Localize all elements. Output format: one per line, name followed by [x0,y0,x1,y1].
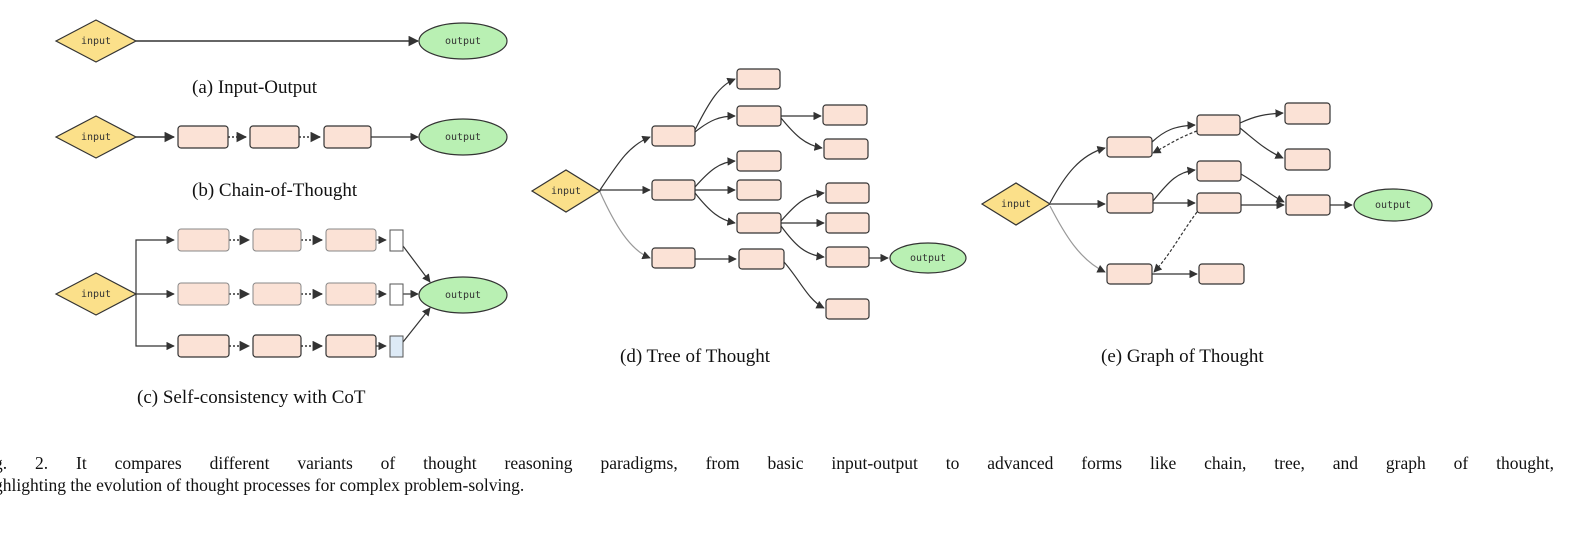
thought-node [825,212,870,234]
thought-node [822,104,868,126]
thought-node [252,282,302,306]
thought-node [825,182,870,204]
thought-node [736,68,781,90]
thought-node [736,212,782,234]
panel-chain-of-thought: input output [54,115,508,159]
thought-node [177,334,230,358]
output-label: output [445,290,481,301]
input-label: input [81,289,111,300]
thought-node [1284,102,1331,125]
thought-node [325,282,377,306]
thought-node [252,334,302,358]
thought-node [323,125,372,149]
input-label: input [1001,199,1031,210]
thought-node [1285,194,1331,216]
input-label: input [81,132,111,143]
subcaption-self-consistency: (c) Self-consistency with CoT [137,387,366,408]
input-node: input [54,19,138,63]
subcaption-input-output: (a) Input-Output [192,77,318,98]
thought-node [1284,148,1331,171]
panel-self-consistency: input output [54,228,508,358]
output-label: output [445,36,481,47]
figure-caption-line-2: ghlighting the evolution of thought proc… [0,475,525,495]
thought-node [1106,192,1154,214]
thought-node [177,282,230,306]
thought-node [736,179,782,201]
thought-node [1196,192,1242,214]
thought-node [325,334,377,358]
input-node: input [980,182,1052,226]
panel-graph-of-thought: input output [980,102,1433,285]
vote-node [389,229,404,252]
thought-node [1198,263,1245,285]
thought-node [325,228,377,252]
vote-node [389,283,404,306]
input-node: input [54,272,138,316]
thought-node [825,246,870,268]
thought-node [1106,136,1153,158]
input-node: input [54,115,138,159]
thought-node [651,179,696,201]
figure-caption-line-1: g. 2. It compares different variants of … [0,453,1554,473]
panel-input-output: input output [54,19,508,63]
output-node: output [418,22,508,60]
output-label: output [445,132,481,143]
thought-node [177,125,229,149]
subcaption-chain-of-thought: (b) Chain-of-Thought [192,180,358,201]
output-label: output [910,253,946,264]
thought-node [177,228,230,252]
thought-node [252,228,302,252]
thought-node [736,105,782,127]
vote-node [389,335,404,358]
subcaption-graph-of-thought: (e) Graph of Thought [1101,346,1264,367]
input-label: input [81,36,111,47]
thought-node [823,138,869,160]
thought-node [738,248,785,270]
thought-node [651,125,696,147]
input-label: input [551,186,581,197]
thought-node [1106,263,1153,285]
output-label: output [1375,200,1411,211]
thought-node [736,150,782,172]
panel-tree-of-thought: input output [530,68,967,320]
thought-node [1196,160,1242,182]
output-node: output [418,118,508,156]
thought-node [825,298,870,320]
thought-node [651,247,696,269]
output-node: output [418,276,508,314]
output-node: output [1353,188,1433,222]
subcaption-tree-of-thought: (d) Tree of Thought [620,346,771,367]
output-node: output [889,242,967,274]
thought-node [249,125,300,149]
thought-node [1196,114,1241,136]
input-node: input [530,169,602,213]
